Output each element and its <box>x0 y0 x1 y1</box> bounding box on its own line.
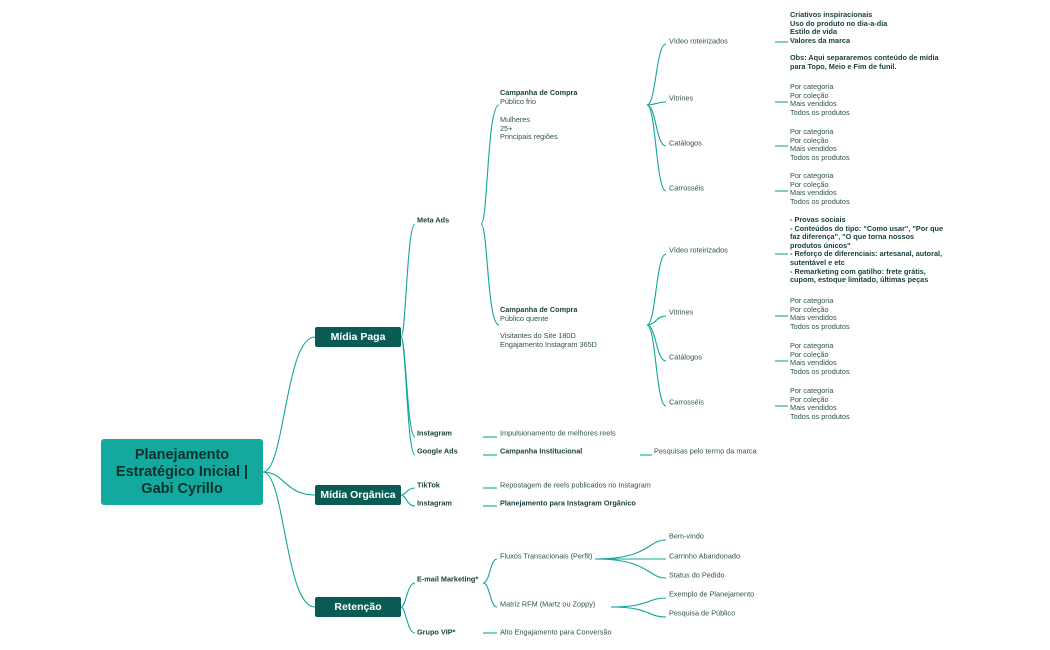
node-frio-video[interactable]: Vídeo roteirizados <box>669 36 728 46</box>
node-quente-catalogos-items: Por categoria Por coleção Mais vendidos … <box>790 341 850 376</box>
node-quente-carrosseis[interactable]: Carrosséis <box>669 397 704 407</box>
node-frio-carrosseis-items: Por categoria Por coleção Mais vendidos … <box>790 171 850 206</box>
node-frio-video-notes: Criativos inspiracionais Uso do produto … <box>790 10 939 71</box>
node-campanha-frio-audience: Mulheres 25+ Principais regiões <box>500 115 558 142</box>
node-campanha-quente-audience: Visitantes do Site 180D Engajamento Inst… <box>500 331 597 349</box>
node-status-pedido[interactable]: Status do Pedido <box>669 570 725 580</box>
node-tiktok[interactable]: TikTok <box>417 480 440 490</box>
root-node[interactable]: Planejamento Estratégico Inicial | Gabi … <box>101 439 263 505</box>
node-frio-catalogos[interactable]: Catálogos <box>669 138 702 148</box>
node-quente-video-notes: - Provas sociais - Conteúdos do tipo: "C… <box>790 215 944 285</box>
node-fluxos-transacionais[interactable]: Fluxos Transacionais (Perfit) <box>500 551 593 561</box>
node-carrinho-abandonado[interactable]: Carrinho Abandonado <box>669 551 740 561</box>
node-bem-vindo[interactable]: Bem-vindo <box>669 531 704 541</box>
node-frio-catalogos-items: Por categoria Por coleção Mais vendidos … <box>790 127 850 162</box>
node-instagram-paid[interactable]: Instagram <box>417 428 452 438</box>
node-pesquisas-marca[interactable]: Pesquisas pelo termo da marca <box>654 446 757 456</box>
node-frio-vitrines-items: Por categoria Por coleção Mais vendidos … <box>790 82 850 117</box>
node-quente-vitrines-items: Por categoria Por coleção Mais vendidos … <box>790 296 850 331</box>
node-matriz-rfm[interactable]: Matriz RFM (Martz ou Zoppy) <box>500 599 596 609</box>
node-grupo-vip[interactable]: Grupo VIP* <box>417 627 456 637</box>
node-meta-ads[interactable]: Meta Ads <box>417 215 450 225</box>
node-repostagem-reels[interactable]: Repostagem de reels publicados no Instag… <box>500 480 651 490</box>
node-retencao[interactable]: Retenção <box>315 597 401 617</box>
node-impulsionamento[interactable]: Impulsionamento de melhores reels <box>500 428 616 438</box>
node-quente-catalogos[interactable]: Catálogos <box>669 352 702 362</box>
node-planejamento-instagram[interactable]: Planejamento para Instagram Orgânico <box>500 498 636 508</box>
node-pesquisa-publico[interactable]: Pesquisa de Público <box>669 608 736 618</box>
node-campanha-quente-title[interactable]: Campanha de Compra <box>500 305 578 314</box>
node-campanha-quente-subtitle: Público quente <box>500 314 549 323</box>
node-alto-engajamento[interactable]: Alto Engajamento para Conversão <box>500 627 612 637</box>
node-campanha-frio-title[interactable]: Campanha de Compra <box>500 88 578 97</box>
node-google-ads[interactable]: Google Ads <box>417 446 458 456</box>
node-frio-vitrines[interactable]: Vitrines <box>669 93 694 103</box>
node-quente-video[interactable]: Vídeo roteirizados <box>669 245 728 255</box>
node-exemplo-planejamento[interactable]: Exemplo de Planejamento <box>669 589 755 599</box>
node-quente-vitrines[interactable]: Vitrines <box>669 307 694 317</box>
node-midia-organica[interactable]: Mídia Orgânica <box>315 485 401 505</box>
node-email-marketing[interactable]: E-mail Marketing* <box>417 574 479 584</box>
node-midia-paga[interactable]: Mídia Paga <box>315 327 401 347</box>
node-campanha-institucional[interactable]: Campanha Institucional <box>500 446 583 456</box>
node-campanha-frio-subtitle: Público frio <box>500 97 537 106</box>
node-instagram-organico[interactable]: Instagram <box>417 498 452 508</box>
node-frio-carrosseis[interactable]: Carrosséis <box>669 183 704 193</box>
node-quente-carrosseis-items: Por categoria Por coleção Mais vendidos … <box>790 386 850 421</box>
